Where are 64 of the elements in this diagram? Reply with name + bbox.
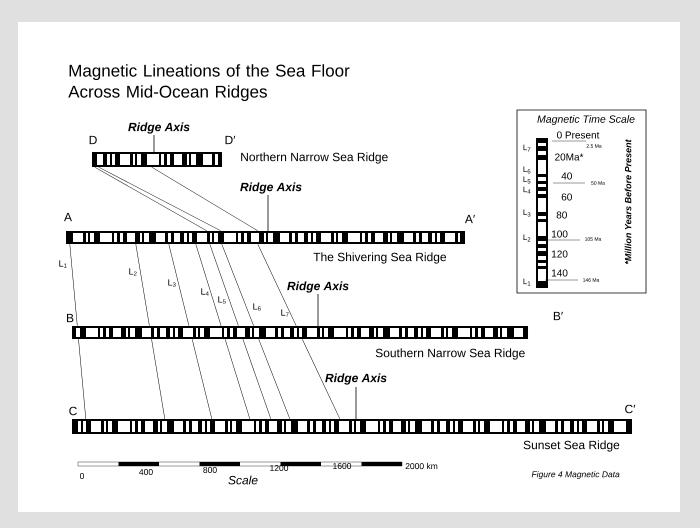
profile-letter: B′ (554, 312, 563, 320)
correlation-line (78, 338, 86, 420)
correlation-line (210, 244, 239, 326)
axis-note: *Million Years Before Present (624, 139, 632, 264)
time-label: 100 (552, 230, 568, 238)
figure-caption: Figure 4 Magnetic Data (532, 471, 620, 479)
ridge-axis-label: Ridge Axis (240, 182, 302, 194)
correlation-line (242, 338, 272, 420)
correlation-line (302, 338, 340, 420)
profile-letter: D (90, 136, 97, 144)
magnetic-stripe-bar (72, 326, 528, 339)
scale-number: 400 (139, 469, 153, 475)
lineation-label: L$_{3}$ (524, 210, 530, 216)
scale-title: Scale (228, 476, 258, 484)
ridge-name: Northern Narrow Sea Ridge (241, 152, 388, 164)
lineation-label: L$_{6}$ (253, 303, 261, 311)
scale-number: 1600 (333, 463, 352, 469)
time-label: 80 (556, 211, 567, 219)
lineation-label: L$_{4}$ (201, 288, 209, 296)
lineation-label: L$_{2}$ (524, 234, 530, 242)
time-label: 140 (552, 269, 568, 277)
lineation-label: L$_{5}$ (524, 176, 530, 184)
correlation-line (224, 338, 250, 420)
time-scale-title: Magnetic Time Scale (537, 115, 635, 125)
time-label: 20Ma* (555, 153, 584, 161)
correlation-line (192, 338, 212, 420)
time-label: 0 Present (557, 131, 600, 139)
lineation-label: L$_{6}$ (524, 166, 530, 174)
lineation-label: L$_{2}$ (129, 268, 137, 276)
lineation-label: L$_{7}$ (281, 309, 289, 317)
profile-letter: C (69, 406, 77, 416)
profile-letter: B (67, 314, 74, 322)
magnetic-stripe-bar (72, 419, 632, 434)
time-label: 60 (562, 193, 572, 201)
correlation-line (222, 244, 254, 326)
ridge-name: Sunset Sea Ridge (524, 440, 620, 452)
ridge-name: The Shivering Sea Ridge (313, 252, 446, 264)
lineation-label: L$_{3}$ (168, 279, 176, 287)
lineation-label: L$_{4}$ (524, 186, 530, 194)
scale-number: 0 (80, 473, 84, 479)
title: Magnetic Lineations of the Sea Floor Across Mid-Ocean Ridges (68, 64, 350, 102)
scale-number: 800 (203, 467, 217, 473)
profile-letter: A (64, 212, 72, 222)
ridge-axis-label: Ridge Axis (325, 373, 387, 385)
correlation-line (196, 244, 222, 326)
correlation-line (136, 244, 150, 326)
correlation-line (258, 338, 290, 420)
time-label: 120 (552, 250, 568, 258)
scale-number: 2000 km (406, 462, 438, 470)
time-label: 40 (561, 172, 572, 180)
profile-letter: D′ (226, 136, 236, 144)
correlation-line (70, 244, 78, 326)
magnetic-stripe-bar (92, 152, 222, 167)
profile-letter: A′ (464, 214, 475, 224)
correlation-line (258, 244, 296, 326)
magnetic-stripe-bar (66, 231, 465, 244)
lineation-label: L$_{1}$ (524, 278, 530, 286)
ridge-name: Southern Narrow Sea Ridge (376, 348, 525, 360)
lineation-label: L$_{7}$ (524, 144, 530, 152)
correlation-line (152, 166, 258, 232)
profile-letter: C′ (625, 404, 636, 414)
ridge-axis-label: Ridge Axis (287, 281, 349, 293)
correlation-line (151, 338, 166, 420)
correlation-line (168, 244, 190, 326)
